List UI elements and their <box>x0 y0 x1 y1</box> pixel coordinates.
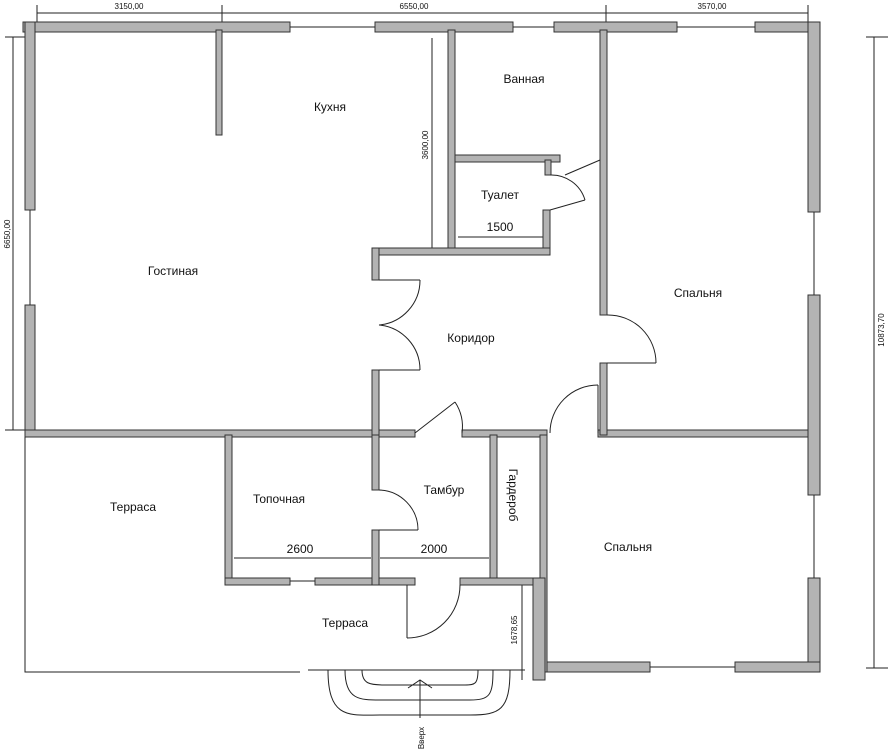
dim-porch-depth: 1678,65 <box>510 615 519 644</box>
room-terrace-left: Терраса <box>110 500 156 514</box>
walls <box>22 21 821 681</box>
dim-toilet-width: 1500 <box>487 220 514 234</box>
windows-and-doors <box>24 26 815 718</box>
room-bathroom: Ванная <box>503 72 544 86</box>
dim-boiler-width: 2600 <box>287 542 314 556</box>
room-terrace-bottom: Терраса <box>322 616 368 630</box>
room-boiler: Топочная <box>253 492 305 506</box>
room-corridor: Коридор <box>447 331 495 345</box>
dim-top-right: 3570,00 <box>698 2 727 11</box>
room-kitchen: Кухня <box>314 100 346 114</box>
room-living: Гостиная <box>148 264 198 278</box>
dim-kitchen-wall: 3600,00 <box>421 130 430 159</box>
room-toilet: Туалет <box>481 188 519 202</box>
dim-left-height: 6650,00 <box>3 219 12 248</box>
room-bedroom-top: Спальня <box>674 286 722 300</box>
room-wardrobe: Гардероб <box>506 469 520 522</box>
dim-vestibule-width: 2000 <box>421 542 448 556</box>
dim-top-left: 3150,00 <box>115 2 144 11</box>
room-vestibule: Тамбур <box>424 483 465 497</box>
room-bedroom-bottom: Спальня <box>604 540 652 554</box>
stairs-up-label: Вверх <box>417 727 426 749</box>
dim-top-middle: 6550,00 <box>400 2 429 11</box>
dimension-lines <box>5 5 888 680</box>
dim-right-height: 10873,70 <box>877 313 886 347</box>
